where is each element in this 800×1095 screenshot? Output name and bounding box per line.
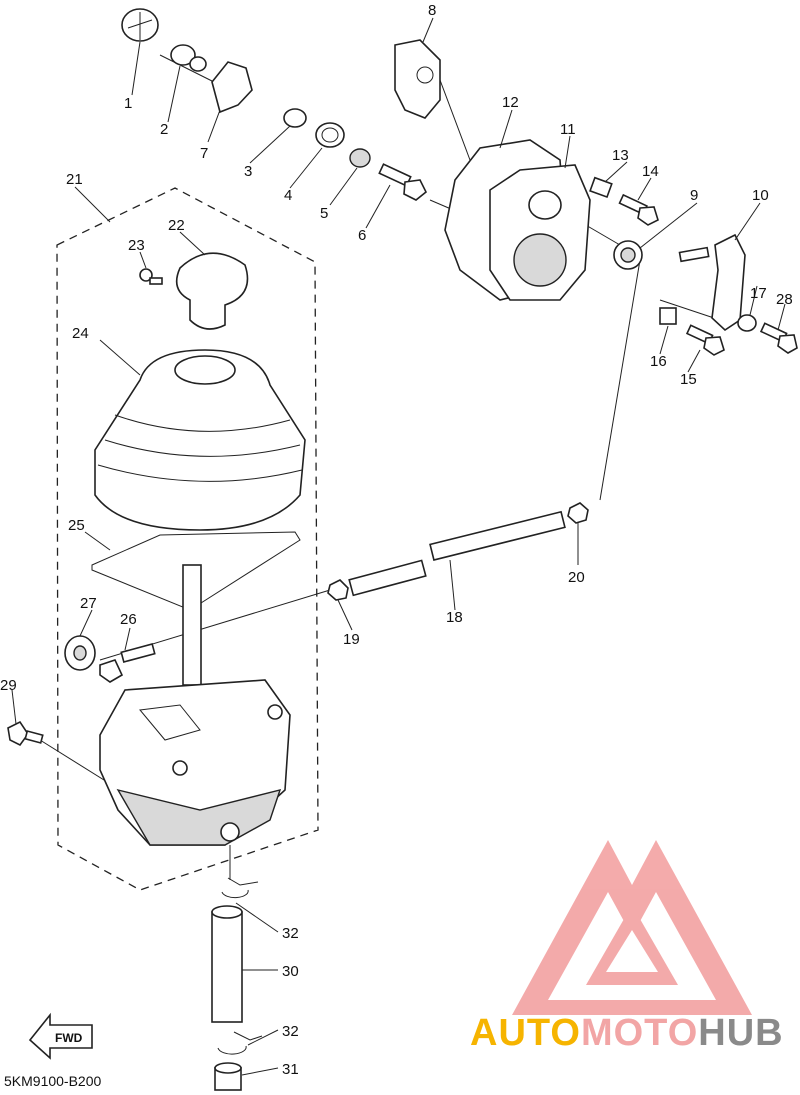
callout-labels: 1 2 3 4 5 6 7 8 9 10 11 12 13 14 15 16 1…: [0, 2, 793, 1078]
part-14-bolt: [618, 193, 659, 226]
callout-17: 17: [750, 285, 767, 302]
shift-gate-housing: [99, 679, 291, 846]
callout-18: 18: [446, 609, 463, 626]
shift-rod: [182, 564, 202, 686]
callout-5: 5: [320, 205, 328, 222]
watermark-logo: [512, 840, 752, 1015]
callout-31: 31: [282, 1061, 299, 1078]
callout-7: 7: [200, 145, 208, 162]
arm-bolt: [678, 246, 710, 263]
callout-9: 9: [690, 187, 698, 204]
callout-25: 25: [68, 517, 85, 534]
part-32-circlip-lower: [217, 1031, 263, 1055]
part-27-rod-end: [64, 635, 96, 671]
part-25-wire-clip: [91, 531, 301, 611]
callout-4: 4: [284, 187, 292, 204]
part-6-bolt: [378, 163, 428, 201]
callout-28: 28: [776, 291, 793, 308]
part-3-washer: [283, 108, 307, 128]
part-1-cam: [121, 8, 159, 42]
brand-auto: AUTO: [470, 1012, 581, 1054]
part-20-nut: [567, 502, 589, 524]
part-23-screw: [139, 268, 163, 285]
part-8-lever: [394, 39, 441, 119]
part-4-spring: [315, 122, 345, 148]
callout-27: 27: [80, 595, 97, 612]
callout-10: 10: [752, 187, 769, 204]
callout-32-lower: 32: [282, 1023, 299, 1040]
part-22-knob: [175, 252, 249, 330]
part-17-washer: [737, 314, 757, 332]
part-24-boot: [94, 349, 306, 531]
part-11-housing: [489, 164, 591, 301]
part-26-bolt: [99, 643, 156, 683]
callout-21: 21: [66, 171, 83, 188]
part-5-washer: [349, 148, 371, 168]
callout-32-upper: 32: [282, 925, 299, 942]
part-2-bushing: [170, 44, 207, 72]
assembly-boundary: [56, 187, 319, 891]
part-32-circlip-upper: [221, 877, 259, 899]
callout-23: 23: [128, 237, 145, 254]
callout-12: 12: [502, 94, 519, 111]
brand-moto: MOTO: [580, 1012, 699, 1054]
fwd-arrow: FWD: [28, 1012, 93, 1060]
callout-20: 20: [568, 569, 585, 586]
part-29-bolt: [7, 720, 44, 747]
callout-11: 11: [560, 121, 576, 138]
callout-19: 19: [343, 631, 360, 648]
part-19-nut: [327, 579, 349, 601]
part-10-arm: [711, 233, 746, 332]
brand-hub: HUB: [698, 1012, 784, 1054]
callout-16: 16: [650, 353, 667, 370]
part-13-pin: [589, 176, 613, 199]
callout-2: 2: [160, 121, 168, 138]
part-code: 5KM9100-B200: [4, 1073, 102, 1089]
callout-6: 6: [358, 227, 366, 244]
callout-15: 15: [680, 371, 697, 388]
part-7-gear-segment: [211, 61, 253, 114]
fwd-label: FWD: [55, 1031, 83, 1045]
part-16-collar: [659, 307, 677, 325]
callout-leaders: [11, 17, 786, 1076]
callout-1: 1: [124, 95, 132, 112]
part-31-bushing: [214, 1062, 242, 1091]
part-9-bearing: [613, 240, 643, 270]
callout-24: 24: [72, 325, 89, 342]
callout-8: 8: [428, 2, 436, 19]
part-18-link-rod: [429, 510, 566, 561]
link-rod-short: [348, 559, 427, 597]
callout-29: 29: [0, 677, 17, 694]
part-15-bolt: [685, 324, 725, 356]
watermark-brand: AUTOMOTOHUB: [470, 1012, 784, 1055]
callout-3: 3: [244, 163, 252, 180]
part-28-bolt: [759, 322, 798, 354]
callout-13: 13: [612, 147, 629, 164]
callout-22: 22: [168, 217, 185, 234]
callout-14: 14: [642, 163, 659, 180]
callout-26: 26: [120, 611, 137, 628]
callout-30: 30: [282, 963, 299, 980]
part-30-shaft: [211, 905, 243, 1023]
